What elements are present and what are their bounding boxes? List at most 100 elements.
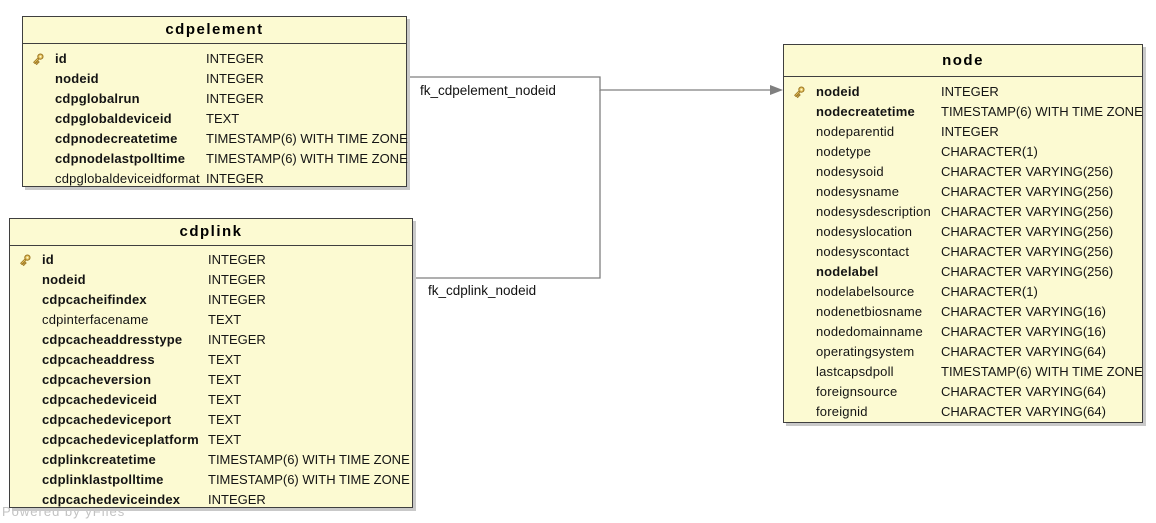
field-type: TIMESTAMP(6) WITH TIME ZONE: [941, 364, 1143, 379]
field-name: cdpcacheaddresstype: [42, 332, 183, 347]
field-name: foreignid: [816, 404, 868, 419]
field-name: nodedomainname: [816, 324, 923, 339]
field-type: TEXT: [208, 372, 242, 387]
field-name: nodenetbiosname: [816, 304, 923, 319]
key-spacer: [31, 92, 45, 106]
key-icon: [31, 52, 45, 66]
table-title: cdpelement: [23, 17, 406, 44]
field-type: CHARACTER VARYING(256): [941, 264, 1114, 279]
field-type: TEXT: [208, 312, 242, 327]
field-name: cdpcacheversion: [42, 372, 152, 387]
key-spacer: [792, 105, 806, 119]
field-name: cdpcachedeviceport: [42, 412, 172, 427]
key-spacer: [31, 152, 45, 166]
field-type: INTEGER: [206, 51, 264, 66]
fk-label-cdpelement-nodeid[interactable]: fk_cdpelement_nodeid: [420, 83, 556, 98]
field-type: CHARACTER VARYING(64): [941, 344, 1106, 359]
key-spacer: [18, 473, 32, 487]
field-row: cdpinterfacename TEXT: [10, 310, 412, 330]
field-type: TEXT: [208, 392, 242, 407]
field-row: cdpcacheaddresstype INTEGER: [10, 330, 412, 350]
field-name: id: [42, 252, 54, 267]
key-spacer: [792, 305, 806, 319]
field-type: TIMESTAMP(6) WITH TIME ZONE: [941, 104, 1143, 119]
field-type: INTEGER: [941, 124, 999, 139]
field-name: cdpglobaldeviceidformat: [55, 171, 200, 186]
field-name: cdpinterfacename: [42, 312, 149, 327]
key-spacer: [792, 225, 806, 239]
primary-key-icon: [33, 53, 44, 66]
field-row: id INTEGER: [10, 250, 412, 270]
field-name: nodesyscontact: [816, 244, 910, 259]
key-spacer: [18, 313, 32, 327]
field-name: nodetype: [816, 144, 872, 159]
field-row: cdplinkcreatetime TIMESTAMP(6) WITH TIME …: [10, 450, 412, 470]
key-spacer: [792, 165, 806, 179]
key-icon: [18, 253, 32, 267]
field-type: CHARACTER VARYING(256): [941, 164, 1114, 179]
key-spacer: [31, 132, 45, 146]
field-name: nodelabelsource: [816, 284, 915, 299]
key-spacer: [792, 285, 806, 299]
field-type: CHARACTER VARYING(16): [941, 324, 1106, 339]
edge-cdpelement-to-node: [407, 76, 771, 91]
key-spacer: [792, 145, 806, 159]
field-name: cdpcacheaddress: [42, 352, 155, 367]
table-title: node: [784, 45, 1142, 77]
key-spacer: [18, 293, 32, 307]
field-type: TIMESTAMP(6) WITH TIME ZONE: [206, 151, 408, 166]
field-type: TIMESTAMP(6) WITH TIME ZONE: [206, 131, 408, 146]
key-spacer: [18, 433, 32, 447]
field-type: INTEGER: [208, 252, 266, 267]
field-type: INTEGER: [208, 332, 266, 347]
key-spacer: [31, 112, 45, 126]
field-name: lastcapsdpoll: [816, 364, 894, 379]
field-name: cdplinkcreatetime: [42, 452, 156, 467]
field-type: INTEGER: [206, 71, 264, 86]
arrowhead-icon: [770, 85, 783, 95]
field-name: cdpcacheifindex: [42, 292, 147, 307]
field-type: CHARACTER(1): [941, 144, 1038, 159]
key-spacer: [792, 205, 806, 219]
field-type: INTEGER: [208, 292, 266, 307]
field-type: TEXT: [208, 432, 242, 447]
field-name: cdpglobaldeviceid: [55, 111, 172, 126]
field-type: CHARACTER VARYING(256): [941, 244, 1114, 259]
field-type: TEXT: [208, 412, 242, 427]
key-spacer: [18, 393, 32, 407]
field-type: INTEGER: [208, 492, 266, 507]
field-type: TIMESTAMP(6) WITH TIME ZONE: [208, 452, 410, 467]
key-spacer: [792, 405, 806, 419]
field-name: nodeid: [55, 71, 99, 86]
key-spacer: [18, 493, 32, 507]
fk-label-cdplink-nodeid[interactable]: fk_cdplink_nodeid: [428, 283, 537, 298]
field-name: cdplinklastpolltime: [42, 472, 164, 487]
table-title: cdplink: [10, 219, 412, 246]
field-name: nodesysname: [816, 184, 900, 199]
key-spacer: [18, 453, 32, 467]
field-name: foreignsource: [816, 384, 898, 399]
field-row: nodeid INTEGER: [23, 69, 406, 89]
field-type: CHARACTER(1): [941, 284, 1038, 299]
field-type: CHARACTER VARYING(256): [941, 204, 1114, 219]
